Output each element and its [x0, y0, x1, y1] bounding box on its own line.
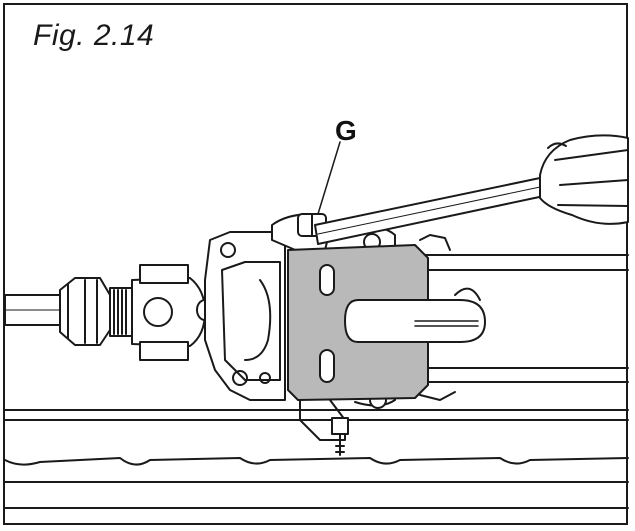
- mounting-bracket: [204, 231, 286, 401]
- screwdriver: [314, 134, 629, 245]
- clevis-end: [131, 264, 214, 361]
- cable-shaft: [4, 294, 61, 326]
- threaded-coupling: [109, 287, 133, 337]
- hex-nut: [59, 277, 111, 346]
- rail-bars: [4, 409, 629, 509]
- parallel-rods: [419, 254, 629, 383]
- figure-caption: Fig. 2.14: [33, 19, 155, 52]
- callout-label-g: G: [335, 115, 357, 146]
- lower-pivot: [299, 399, 349, 456]
- tool-shaft: [344, 287, 486, 343]
- callout-leader-line: [317, 141, 341, 215]
